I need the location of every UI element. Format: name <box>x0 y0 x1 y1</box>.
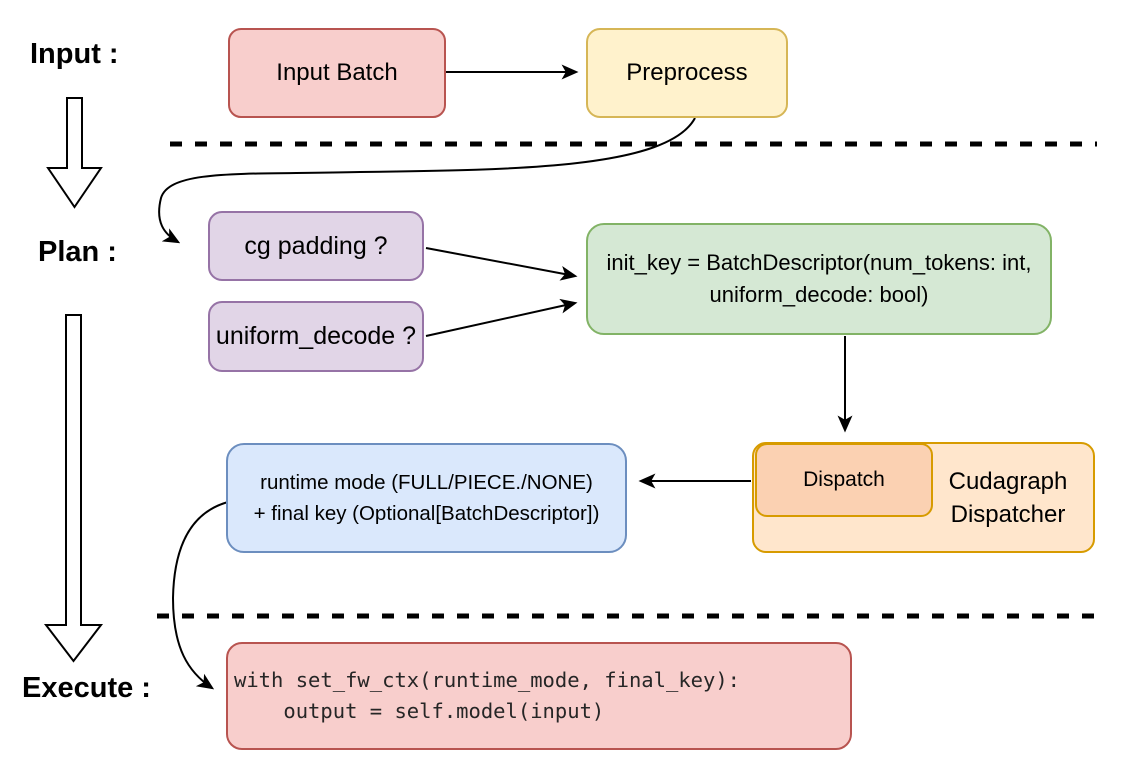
node-runtime-mode-line2: + final key (Optional[BatchDescriptor]) <box>253 502 600 525</box>
node-cudagraph-line1: Cudagraph <box>948 467 1068 495</box>
down-arrow-icon-input-to-plan <box>46 97 103 209</box>
node-dispatch: Dispatch <box>755 443 933 517</box>
node-dispatch-label: Dispatch <box>803 468 885 491</box>
node-cg-padding-label: cg padding ? <box>244 231 388 260</box>
node-cg-padding: cg padding ? <box>208 211 424 281</box>
node-uniform-decode-label: uniform_decode ? <box>215 322 417 350</box>
stage-label-plan: Plan : <box>38 236 117 268</box>
down-arrow-icon-plan-to-execute <box>43 314 104 663</box>
node-uniform-decode: uniform_decode ? <box>208 301 424 372</box>
edge-runtimemode-to-executecode <box>171 501 229 690</box>
edge-preprocess-to-cgpadding <box>158 117 696 244</box>
node-input-batch: Input Batch <box>228 28 446 118</box>
node-init-key-line1: init_key = BatchDescriptor(num_tokens: i… <box>606 250 1032 275</box>
node-preprocess-label: Preprocess <box>626 59 748 86</box>
node-runtime-mode: runtime mode (FULL/PIECE./NONE) + final … <box>226 443 627 553</box>
execute-code-line2: output = self.model(input) <box>234 699 605 723</box>
edge-cgpadding-to-initkey <box>425 247 578 281</box>
node-runtime-mode-line1: runtime mode (FULL/PIECE./NONE) <box>260 471 593 494</box>
stage-label-input: Input : <box>30 38 119 70</box>
node-init-key: init_key = BatchDescriptor(num_tokens: i… <box>586 223 1052 335</box>
edge-uniformdecode-to-initkey <box>425 298 578 337</box>
node-execute-code: with set_fw_ctx(runtime_mode, final_key)… <box>226 642 852 750</box>
node-preprocess: Preprocess <box>586 28 788 118</box>
execute-code-line1: with set_fw_ctx(runtime_mode, final_key)… <box>234 668 741 692</box>
node-input-batch-label: Input Batch <box>276 59 398 86</box>
node-init-key-line2: uniform_decode: bool) <box>709 282 929 307</box>
stage-label-execute: Execute : <box>22 672 151 704</box>
node-cudagraph-line2: Dispatcher <box>950 500 1066 528</box>
